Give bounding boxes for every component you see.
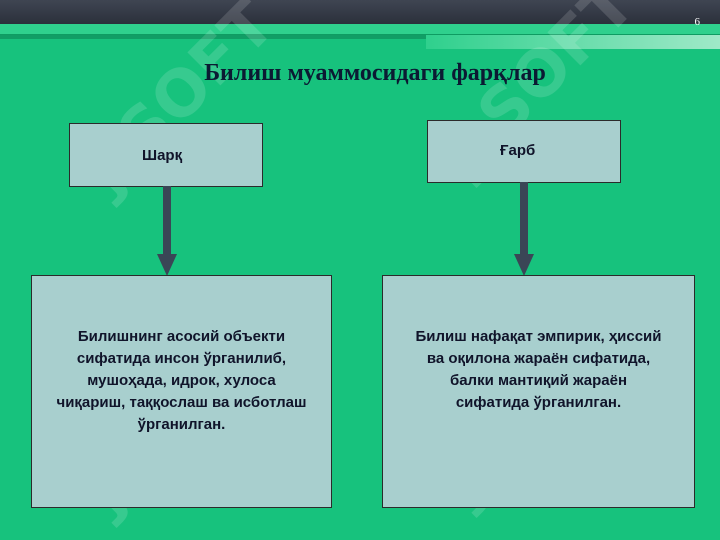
slide-number: 6 [694,16,701,28]
west-description-box: Билиш нафақат эмпирик, ҳиссий ва оқилона… [382,275,695,508]
east-arrow [157,186,177,276]
west-description: Билиш нафақат эмпирик, ҳиссий ва оқилона… [415,328,662,411]
west-label-box: Ғарб [427,120,621,183]
east-description-box: Билишнинг асосий объекти сифатида инсон … [31,275,332,508]
top-strip [0,24,720,35]
top-strip-accent [426,34,720,49]
west-arrow [514,182,534,276]
east-label-box: Шарқ [69,123,263,187]
east-label: Шарқ [142,147,183,164]
page-title: Билиш муаммосидаги фарқлар [204,60,546,86]
west-label: Ғарб [500,142,536,159]
top-bar [0,0,720,24]
east-description: Билишнинг асосий объекти сифатида инсон … [56,328,307,433]
top-strip-dark [0,35,720,39]
